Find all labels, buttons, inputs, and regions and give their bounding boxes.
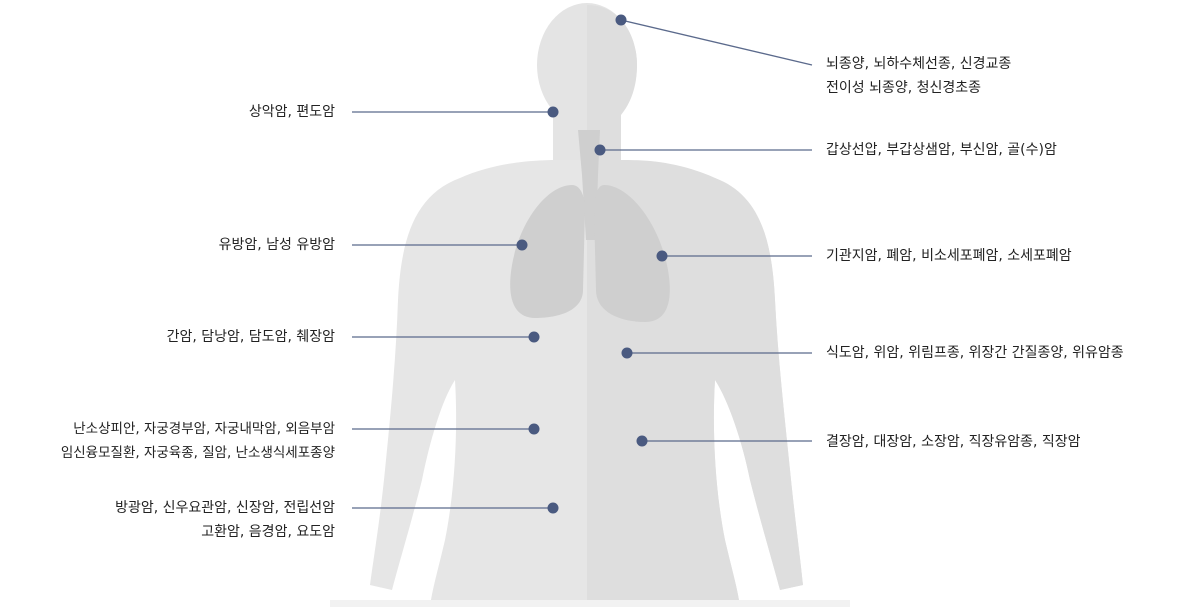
marker-liver[interactable] [528,331,540,343]
label-urinary-line1: 방광암, 신우요관암, 신장암, 전립선암 [115,500,335,516]
marker-pharynx[interactable] [547,106,559,118]
marker-colon[interactable] [636,435,648,447]
label-lung: 기관지암, 폐암, 비소세포폐암, 소세포폐암 [826,244,1072,268]
label-thyroid: 갑상선압, 부갑상샘암, 부신암, 골(수)암 [826,138,1057,162]
label-brain: 뇌종양, 뇌하수체선종, 신경교종 전이성 뇌종양, 청신경초종 [826,52,1011,100]
marker-stomach[interactable] [621,347,633,359]
label-liver: 간암, 담낭암, 담도암, 췌장암 [167,325,335,349]
marker-thyroid[interactable] [594,144,606,156]
label-brain-line2: 전이성 뇌종양, 청신경초종 [826,80,982,96]
lungs [510,130,670,322]
marker-gyn[interactable] [528,423,540,435]
label-brain-line1: 뇌종양, 뇌하수체선종, 신경교종 [826,56,1012,72]
marker-brain[interactable] [615,14,627,26]
body-silhouette [330,3,850,607]
label-breast: 유방암, 남성 유방암 [219,233,335,257]
label-urinary: 방광암, 신우요관암, 신장암, 전립선암 고환암, 음경암, 요도암 [115,496,335,544]
label-pharynx-line1: 상악암, 편도암 [248,104,335,120]
label-lung-line1: 기관지암, 폐암, 비소세포폐암, 소세포폐암 [826,248,1072,264]
label-gyn-line1: 난소상피안, 자궁경부암, 자궁내막암, 외음부암 [73,421,335,437]
label-stomach-line1: 식도암, 위암, 위림프종, 위장간 간질종양, 위유암종 [826,345,1124,361]
label-colon-line1: 결장암, 대장암, 소장암, 직장유암종, 직장암 [826,434,1081,450]
label-gyn: 난소상피안, 자궁경부암, 자궁내막암, 외음부암 임신융모질환, 자궁육종, … [61,417,335,465]
marker-lung[interactable] [656,250,668,262]
marker-breast[interactable] [516,239,528,251]
label-gyn-line2: 임신융모질환, 자궁육종, 질암, 난소생식세포종양 [60,445,335,461]
label-urinary-line2: 고환암, 음경암, 요도암 [201,524,335,540]
label-colon: 결장암, 대장암, 소장암, 직장유암종, 직장암 [826,430,1081,454]
label-liver-line1: 간암, 담낭암, 담도암, 췌장암 [166,329,335,345]
label-pharynx: 상악암, 편도암 [249,100,335,124]
organ-markers [516,14,668,514]
label-stomach: 식도암, 위암, 위림프종, 위장간 간질종양, 위유암종 [826,341,1124,365]
connector-lines [352,19,813,509]
label-breast-line1: 유방암, 남성 유방암 [218,237,335,253]
label-thyroid-line1: 갑상선압, 부갑상샘암, 부신암, 골(수)암 [826,142,1057,158]
marker-urinary[interactable] [547,502,559,514]
